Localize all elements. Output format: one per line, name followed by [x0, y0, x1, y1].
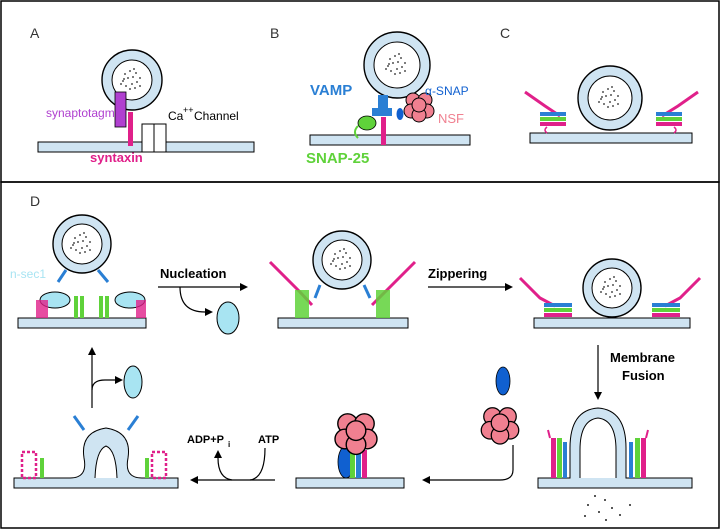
atp-hydrolysis-arrow: ATP ADP+P i — [187, 434, 279, 484]
ca-superscript: ++ — [183, 105, 194, 115]
snap25-label: SNAP-25 — [306, 150, 369, 167]
stage-disassembled — [13, 415, 179, 489]
membrane-fusion-arrow: Membrane Fusion — [594, 345, 675, 400]
nucleation-label: Nucleation — [160, 266, 227, 281]
released-neurotransmitter — [584, 495, 631, 521]
bottom-panel-frame — [0, 181, 720, 529]
panel-c-membrane — [529, 132, 693, 144]
synaptotagmin-protein — [114, 91, 127, 128]
stage-nucleated — [268, 230, 417, 329]
panel-b: B VAMP α-SNAP NSF SNAP-25 — [270, 25, 471, 167]
alpha-snap-d — [495, 366, 511, 396]
adp-subscript: i — [228, 440, 230, 449]
panel-c-snare-right — [656, 90, 699, 134]
vamp-protein — [372, 95, 392, 116]
panel-a-letter: A — [30, 25, 40, 41]
syntaxin-b-protein — [381, 117, 386, 145]
syntaxin-label: syntaxin — [90, 150, 143, 165]
calcium-channel — [141, 123, 155, 153]
membrane-label: Membrane — [610, 350, 675, 365]
panel-d-letter: D — [30, 193, 40, 209]
nsf-binding-arrow — [422, 366, 520, 484]
syntaxin-protein — [128, 112, 133, 146]
panel-c-snare-left — [524, 90, 566, 134]
atp-label: ATP — [258, 434, 279, 446]
panel-d: D n-sec1 Nucleation — [10, 193, 702, 521]
panel-b-membrane — [309, 134, 471, 146]
panel-b-letter: B — [270, 25, 279, 41]
zippering-arrow: Zippering — [428, 266, 513, 291]
returning-nsec1 — [123, 365, 143, 399]
vamp-label: VAMP — [310, 82, 352, 99]
snap25-protein — [357, 115, 377, 131]
panel-c-letter: C — [500, 25, 510, 41]
stage-zippered — [518, 258, 702, 329]
alpha-snap-label: α-SNAP — [425, 84, 469, 98]
nsec1-label: n-sec1 — [10, 267, 46, 281]
stage-fused — [537, 407, 693, 521]
adp-label: ADP+P — [187, 434, 224, 446]
released-nsec1 — [216, 301, 240, 335]
nsf-label: NSF — [438, 111, 464, 126]
free-syntaxin-right — [145, 450, 168, 480]
stage-20s-complex — [295, 413, 405, 489]
synaptotagmin-label: synaptotagmin — [46, 106, 124, 120]
channel-label: Channel — [194, 109, 239, 123]
panel-c: C — [500, 25, 699, 144]
free-syntaxin-left — [20, 450, 44, 480]
stage-docking: n-sec1 — [10, 214, 147, 329]
nucleation-arrow: Nucleation — [158, 266, 248, 335]
zippering-label: Zippering — [428, 266, 487, 281]
ca-label: Ca — [168, 109, 184, 123]
fusion-label: Fusion — [622, 368, 665, 383]
panel-a: A synaptotagmin syntaxin Ca ++ Channel — [30, 25, 255, 165]
alpha-snap-protein — [396, 108, 404, 120]
recycle-arrow — [88, 347, 143, 408]
